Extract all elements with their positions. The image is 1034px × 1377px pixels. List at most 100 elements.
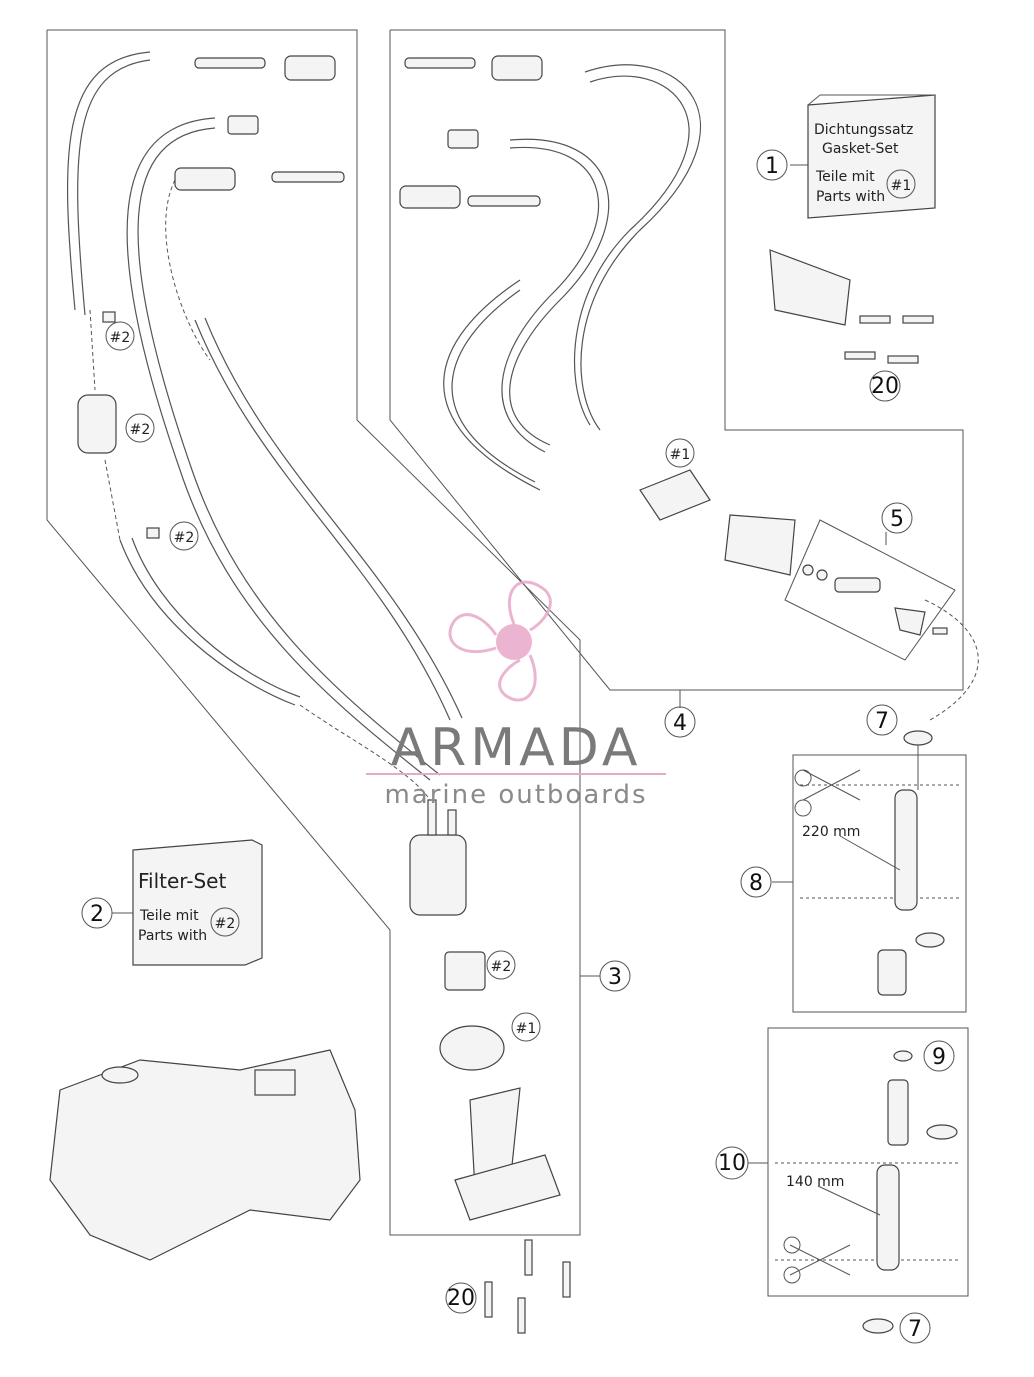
pump-flange [724,514,796,576]
pipe-connector-a [194,57,266,69]
bolt-bottom-a [524,1239,533,1276]
callout-8: 8 [740,866,772,898]
filter-ring-top [102,311,116,323]
hose-right-mid [509,138,610,446]
hose-left-mid-b [137,127,441,776]
fuel-pump [409,834,467,916]
tank-cap [101,1066,139,1084]
fuel-tank [49,1049,361,1261]
group-5-frame [784,519,956,661]
callout-10: 10 [715,1146,749,1180]
gasket-set-box [807,94,936,219]
callout-4: 4 [664,706,696,738]
hose-right-outer-b [573,75,690,426]
pipe-connector-c [404,57,476,69]
flange-o-ring [439,1025,505,1071]
group-8-frame [792,754,967,1013]
filter-ring-bottom [146,527,160,539]
leader-140 [817,1185,881,1216]
leader-220 [839,835,901,871]
ref-1-flange-gasket: #1 [665,438,695,468]
gasket-line3: Teile mit [815,169,875,185]
ref-1-o-ring: #1 [511,1012,541,1042]
electrical-connector-a [227,115,259,135]
svg-text:7: 7 [875,709,889,734]
o-ring-9 [893,1050,913,1062]
o-ring-a [802,564,814,576]
dimension-140: 140 mm [786,1174,844,1190]
flange-detail [769,249,851,326]
svg-text:7: 7 [908,1317,922,1342]
hose-clamp-8 [915,932,945,948]
ref-2-pump-filter: #2 [486,950,516,980]
ref-2-ring-bottom: #2 [169,521,199,551]
gasket-line4: Parts with [816,189,885,205]
svg-text:1: 1 [765,154,779,179]
scissors-icon-8 [794,769,861,817]
filter-ref: #2 [215,916,236,932]
callout-3: 3 [599,960,631,992]
hose-220 [894,789,918,911]
pump-nipple-a [427,799,437,836]
right-group-frame [389,29,964,691]
gasket-ref-circle [886,169,916,199]
hose-filter-lower [119,539,296,706]
callout-7-top: 7 [866,704,898,736]
gasket-box-edge [807,94,821,106]
hose-left-mid [126,117,431,781]
hose-left-outer [67,51,151,311]
bolt-a [859,315,891,324]
electrical-connector-b [447,129,479,149]
svg-text:#1: #1 [670,447,691,463]
filter-set-box [132,839,263,966]
svg-text:10: 10 [718,1151,746,1176]
nipple-10 [887,1079,909,1146]
bolt-b [902,315,934,324]
dashed-lead-5 [924,599,979,721]
callout-1: 1 [756,149,788,181]
watermark-brand: ARMADA [391,718,642,778]
svg-text:#2: #2 [491,959,512,975]
quick-coupling-a [284,55,336,81]
svg-text:9: 9 [932,1045,946,1070]
svg-text:3: 3 [608,965,622,990]
hose-left-inner-b [204,317,463,719]
hose-clamp-7-top [903,730,933,746]
hose-right-inner [443,279,541,491]
callout-5: 5 [881,502,913,534]
callout-20-top: 20 [869,370,901,402]
filter-line1: Filter-Set [138,869,226,893]
left-group-frame [46,29,581,1236]
quick-coupling-b [174,167,236,191]
hose-clamp-7-bottom [862,1318,894,1334]
watermark-logo [448,580,552,702]
callout-20-bottom: 20 [445,1282,477,1314]
valve-fitting [834,577,881,593]
hose-left-inner [194,319,451,721]
callout-2: 2 [81,897,113,929]
bolt-c [844,351,876,360]
pump-filter [444,951,486,991]
quick-coupling-c [491,55,543,81]
gasket-line1: Dichtungssatz [814,122,913,138]
clip-screw [932,627,948,635]
svg-text:#2: #2 [174,530,195,546]
retaining-clip [894,607,926,636]
filter-line2: Teile mit [139,908,199,924]
hose-left-outer-b [77,59,151,316]
callout-7-bottom: 7 [899,1312,931,1344]
fuel-filter [77,394,117,454]
svg-text:20: 20 [447,1286,475,1311]
dimension-220: 220 mm [802,824,860,840]
svg-text:#1: #1 [516,1021,537,1037]
filter-ref-circle [210,907,240,937]
svg-text:2: 2 [90,902,104,927]
pipe-connector-d [467,195,541,207]
coupling-8 [877,949,907,996]
ref-2-filter: #2 [125,413,155,443]
callout-9: 9 [923,1040,955,1072]
scissors-ring-a [783,1236,801,1254]
hose-right-mid-b [501,146,599,453]
svg-text:8: 8 [749,871,763,896]
filter-line3: Parts with [138,928,207,944]
